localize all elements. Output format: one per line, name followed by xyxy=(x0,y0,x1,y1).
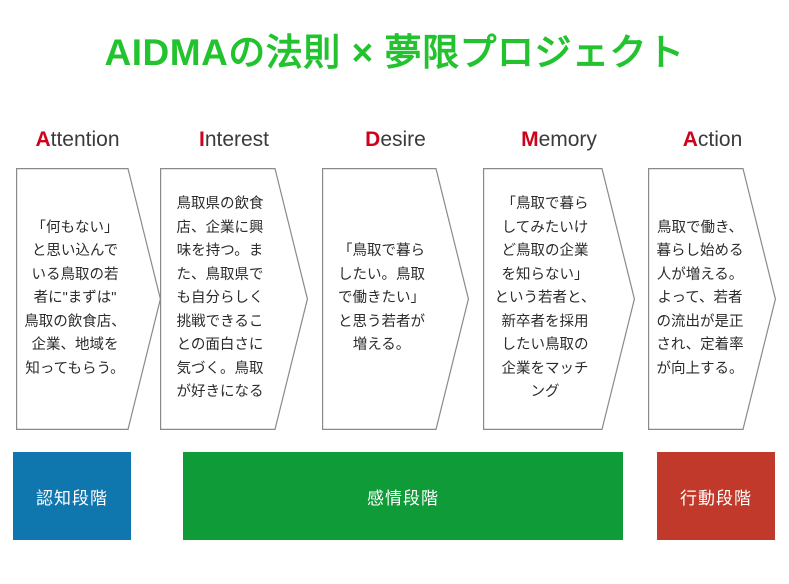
chevron-body-text: 「鳥取で暮ら したい。鳥取 で働きたい」 と思う若者が 増える。 xyxy=(338,243,425,354)
stage-heading-memory: Memory xyxy=(483,127,635,153)
stage-heading-action: Action xyxy=(640,127,785,153)
chevron-memory[interactable]: 「鳥取で暮ら してみたいけ ど鳥取の企業 を知らない」 という若者と、 新卒者を… xyxy=(483,168,635,430)
stage-heading-row: Attention Interest Desire Memory Action xyxy=(0,127,789,157)
chevron-shape-icon xyxy=(160,168,308,430)
stage-heading-initial: A xyxy=(682,128,698,151)
chevron-shape-icon xyxy=(483,168,635,430)
chevron-body-text: 鳥取県の飲食 店、企業に興 味を持つ。ま た、鳥取県で も自分らしく 挑戦できる… xyxy=(176,196,264,401)
stage-heading-rest: nterest xyxy=(204,128,270,151)
chevron-body-text: 鳥取で働き、 暮らし始める 人が増える。 よって、若者 の流出が是正 され、定着… xyxy=(656,219,744,377)
stage-heading-attention: Attention xyxy=(0,127,155,153)
stage-bar-label: 行動段階 xyxy=(680,488,752,508)
stage-heading-initial: M xyxy=(521,128,539,151)
stage-bar-awareness[interactable]: 認知段階 xyxy=(13,452,131,540)
stage-heading-desire: Desire xyxy=(322,127,469,153)
stage-bar-emotion[interactable]: 感情段階 xyxy=(183,452,623,540)
stage-heading-rest: ction xyxy=(697,128,743,151)
chevron-interest[interactable]: 鳥取県の飲食 店、企業に興 味を持つ。ま た、鳥取県で も自分らしく 挑戦できる… xyxy=(160,168,308,430)
chevron-action[interactable]: 鳥取で働き、 暮らし始める 人が増える。 よって、若者 の流出が是正 され、定着… xyxy=(648,168,776,430)
stage-heading-rest: esire xyxy=(380,128,426,151)
stage-bar-label: 認知段階 xyxy=(36,488,108,508)
chevron-row: 「何もない」 と思い込んで いる鳥取の若 者に"まずは" 鳥取の飲食店、 企業、… xyxy=(0,168,789,430)
stage-heading-rest: emory xyxy=(538,128,597,151)
stage-bar-label: 感情段階 xyxy=(367,488,439,508)
stage-heading-rest: ttention xyxy=(50,128,120,151)
stage-bar-behavior[interactable]: 行動段階 xyxy=(657,452,775,540)
chevron-shape-icon xyxy=(648,168,776,430)
chevron-body-text: 「何もない」 と思い込んで いる鳥取の若 者に"まずは" 鳥取の飲食店、 企業、… xyxy=(24,219,126,377)
stage-heading-initial: I xyxy=(198,128,205,151)
stage-heading-initial: A xyxy=(35,128,51,151)
chevron-shape-icon xyxy=(16,168,161,430)
page-title: AIDMAの法則 × 夢限プロジェクト xyxy=(104,32,685,73)
chevron-desire[interactable]: 「鳥取で暮ら したい。鳥取 で働きたい」 と思う若者が 増える。 xyxy=(322,168,469,430)
chevron-body-text: 「鳥取で暮ら してみたいけ ど鳥取の企業 を知らない」 という若者と、 新卒者を… xyxy=(494,196,596,401)
chevron-attention[interactable]: 「何もない」 と思い込んで いる鳥取の若 者に"まずは" 鳥取の飲食店、 企業、… xyxy=(16,168,161,430)
stage-bar-row: 認知段階 感情段階 行動段階 xyxy=(0,452,789,542)
stage-heading-interest: Interest xyxy=(160,127,308,153)
stage-heading-initial: D xyxy=(365,128,381,151)
chevron-shape-icon xyxy=(322,168,469,430)
